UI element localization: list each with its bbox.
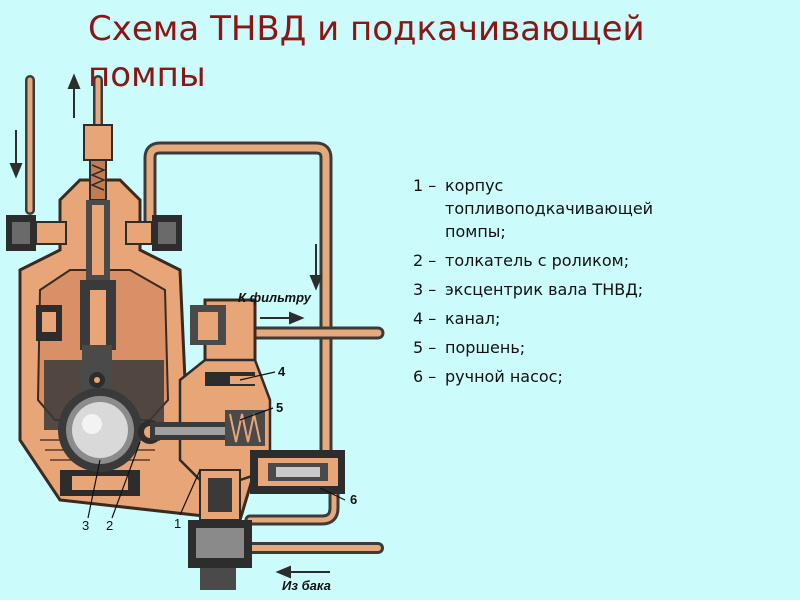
slide-title: Схема ТНВД и подкачивающей помпы [88, 9, 645, 95]
callout-3: 3 [82, 518, 89, 533]
label-from-tank: Из бака [282, 578, 331, 593]
legend-item-text: толкатель с роликом; [445, 251, 630, 270]
delivery-valve [80, 124, 116, 350]
callout-5: 5 [276, 400, 283, 415]
feed-pump-body [150, 305, 272, 590]
callout-leaders [87, 371, 346, 519]
legend-item-text: канал; [445, 309, 501, 328]
legend-item-number: 4 – [413, 309, 437, 328]
legend-item: 3 – эксцентрик вала ТНВД; [413, 278, 783, 301]
legend-item-number: 3 – [413, 280, 437, 299]
side-fittings [6, 215, 182, 251]
legend-item: 6 – ручной насос; [413, 365, 783, 388]
flow-arrows [9, 73, 330, 579]
legend-item-number: 2 – [413, 251, 437, 270]
callout-1: 1 [174, 516, 181, 531]
fuel-pump-diagram: К фильтру Из бака 4 5 6 1 2 3 [6, 73, 385, 593]
cam-eccentric [58, 388, 162, 472]
label-to-filter: К фильтру [238, 290, 312, 305]
legend-item-number: 6 – [413, 367, 437, 386]
legend-item: 1 – корпус топливоподкачивающей помпы; [413, 174, 783, 243]
callout-4: 4 [278, 364, 286, 379]
callout-2: 2 [106, 518, 113, 533]
legend-item-text: ручной насос; [445, 367, 563, 386]
legend-item-text: эксцентрик вала ТНВД; [445, 280, 644, 299]
legend-list: 1 – корпус топливоподкачивающей помпы; 2 … [413, 174, 783, 394]
legend-item-text: корпус топливоподкачивающей помпы; [445, 176, 654, 241]
fuel-pipes [25, 75, 385, 554]
legend-item: 5 – поршень; [413, 336, 783, 359]
manual-pump [250, 450, 345, 494]
legend-item: 2 – толкатель с роликом; [413, 249, 783, 272]
legend-item: 4 – канал; [413, 307, 783, 330]
legend-item-number: 5 – [413, 338, 437, 357]
legend-item-text: поршень; [445, 338, 526, 357]
callout-6: 6 [350, 492, 357, 507]
legend-item-number: 1 – [413, 176, 437, 195]
